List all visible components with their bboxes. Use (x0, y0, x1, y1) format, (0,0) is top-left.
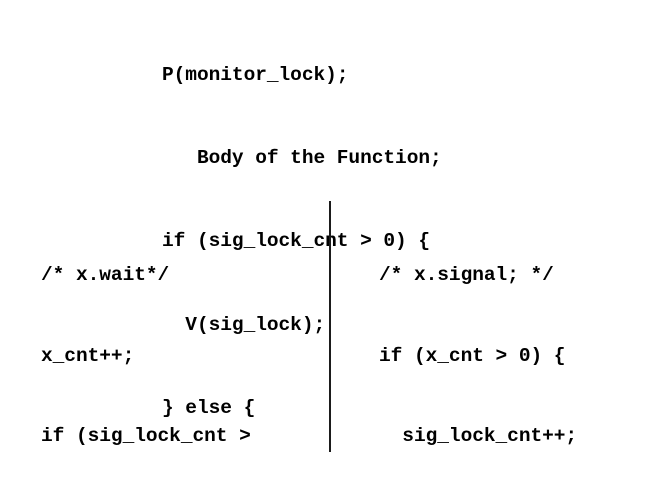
code-line: if (sig_lock_cnt > 0) { (162, 230, 430, 253)
code-line: sig_lock_cnt++; (379, 424, 578, 447)
code-line: if (x_cnt > 0) { (379, 344, 566, 367)
code-line: x_cnt++; (41, 344, 135, 367)
code-line: } else { (162, 397, 256, 420)
code-line: Body of the Function; (162, 146, 442, 169)
x-signal-implementation-code: /* x.signal; */ if (x_cnt > 0) { sig_loc… (379, 209, 577, 482)
column-divider (329, 201, 331, 452)
code-comment-line: /* x.wait*/ (41, 264, 170, 287)
code-comment-line: /* x.signal; */ (379, 264, 554, 287)
monitor-function-wrapper-code: P(monitor_lock); Body of the Function; i… (162, 6, 442, 482)
code-line: V(sig_lock); (162, 313, 326, 336)
code-line: V(monitor_lock); (162, 479, 442, 482)
x-wait-implementation-code: /* x.wait*/ x_cnt++; if (sig_lock_cnt > … (41, 209, 251, 482)
code-line: if (sig_lock_cnt > (41, 424, 251, 447)
code-line: P(monitor_lock); (162, 63, 349, 86)
